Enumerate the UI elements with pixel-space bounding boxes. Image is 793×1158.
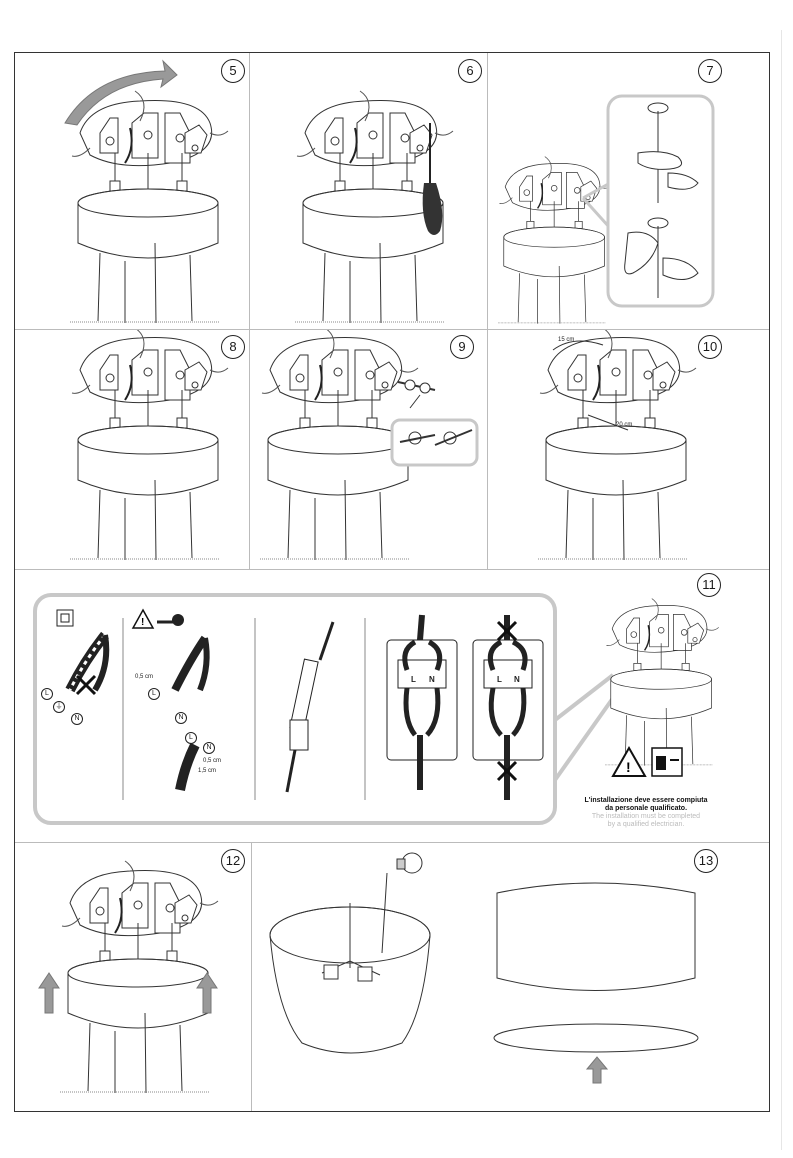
rotate-arrow-icon <box>64 59 178 126</box>
earth-label: ⏚ <box>53 701 65 713</box>
step-6-panel: 6 <box>250 53 487 329</box>
step-number: 6 <box>458 59 482 83</box>
step-12-panel: 12 <box>15 843 251 1111</box>
measure-20cm: 20 cm <box>616 422 633 428</box>
warning-en-line1: The installation must be completed <box>591 813 701 820</box>
strip-length-a: 0,5 cm <box>203 758 222 764</box>
step-9-panel: 9 <box>250 330 487 569</box>
step-7-illustration <box>497 94 715 325</box>
step-5-panel: 5 <box>15 53 249 329</box>
warning-it-line2: da personale qualificato. <box>604 805 688 812</box>
live-label: L <box>41 688 53 700</box>
column-divider <box>251 843 252 1111</box>
column-divider <box>487 53 488 569</box>
column-divider <box>249 53 250 569</box>
screwdriver-icon <box>422 123 443 235</box>
neutral-label: N <box>175 712 187 724</box>
step-number: 5 <box>221 59 245 83</box>
terminal-n-label: N <box>429 675 435 684</box>
svg-text:!: ! <box>141 617 144 628</box>
warning-en-line2: by a qualified electrician. <box>607 821 685 828</box>
up-arrow-icon <box>196 972 218 1014</box>
terminal-l-label: L <box>497 675 502 684</box>
step-number: 12 <box>221 849 245 873</box>
step-number: 13 <box>694 849 718 873</box>
terminal-l-label: L <box>411 675 416 684</box>
strip-length-b: 1,5 cm <box>198 768 217 774</box>
step-11-panel: ! <box>15 570 769 842</box>
step-9-illustration <box>259 330 479 561</box>
cable-clamp-icon <box>397 379 436 394</box>
measure-15cm: 15 cm <box>558 337 575 343</box>
detail-callout <box>606 94 715 308</box>
bulb-illustration <box>269 852 431 1054</box>
neutral-label: N <box>203 742 215 754</box>
step-11-illustration: ! <box>33 593 720 825</box>
step-10-illustration <box>537 330 697 561</box>
lamp-shade <box>496 882 696 991</box>
instruction-sheet-frame <box>14 52 770 1112</box>
step-8-illustration <box>69 330 229 561</box>
step-13-panel: 13 <box>489 843 769 1111</box>
live-label: L <box>148 688 160 700</box>
installation-warning: L'installazione deve essere compiuta da … <box>573 797 719 829</box>
step-6-illustration <box>294 90 454 324</box>
terminal-block-correct <box>386 614 458 790</box>
step-13-illustration <box>493 882 699 1084</box>
terminal-block-wrong <box>472 615 544 800</box>
step-number: 8 <box>221 335 245 359</box>
step-number: 7 <box>698 59 722 83</box>
step-5-illustration <box>64 59 229 324</box>
warning-triangle-icon: ! <box>131 608 155 629</box>
power-off-icon <box>651 747 683 777</box>
step-7-panel: 7 <box>488 53 769 329</box>
page-edge-line <box>781 30 782 1150</box>
step-10-panel: 15 cm 20 cm 10 <box>488 330 769 569</box>
double-insulation-icon <box>56 609 74 627</box>
row-divider <box>15 329 769 330</box>
step-number: 11 <box>697 573 721 597</box>
light-bulb-icon <box>381 852 423 954</box>
terminal-n-label: N <box>514 675 520 684</box>
warning-it-line1: L'installazione deve essere compiuta <box>584 797 708 804</box>
tape-roll-icon <box>157 614 184 626</box>
step-8-panel: 8 <box>15 330 249 569</box>
screwdriver-icon <box>285 621 335 793</box>
up-arrow-icon <box>38 972 60 1014</box>
bulb-panel <box>252 843 488 1111</box>
step-12-illustration <box>38 860 219 1094</box>
step-number: 10 <box>698 335 722 359</box>
svg-text:!: ! <box>626 759 631 775</box>
up-arrow-icon <box>585 1056 609 1084</box>
row-divider <box>15 569 769 570</box>
diffuser-disc <box>493 1023 699 1053</box>
strip-length-short: 0,5 cm <box>135 674 154 680</box>
neutral-label: N <box>71 713 83 725</box>
step-number: 9 <box>450 335 474 359</box>
warning-triangle-icon: ! <box>611 745 647 777</box>
live-label: L <box>185 732 197 744</box>
row-divider <box>15 842 769 843</box>
